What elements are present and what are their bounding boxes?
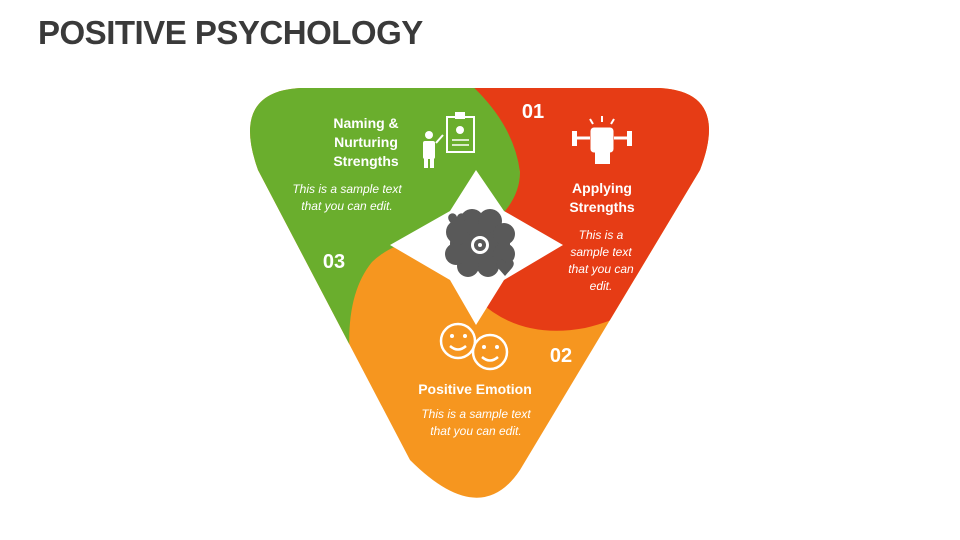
person-presenting-id-card-icon <box>423 112 475 168</box>
segment-01-heading: Applying Strengths <box>569 180 635 215</box>
segment-02-number: 02 <box>549 345 573 367</box>
segment-03-heading: Naming & Nurturing Strengths <box>333 115 399 169</box>
segment-02-heading: Positive Emotion <box>418 381 532 397</box>
segment-03-body: This is a sample text that you can edit. <box>292 182 402 213</box>
segment-01-number: 01 <box>521 101 545 123</box>
two-smiling-faces-icon <box>439 322 509 371</box>
brain-with-hearts-icon <box>445 209 515 277</box>
segment-02-body: This is a sample text that you can edit. <box>421 407 531 438</box>
slide-title: POSITIVE PSYCHOLOGY <box>38 14 423 51</box>
segment-01-body: This is a sample text that you can edit. <box>568 228 634 293</box>
fist-dumbbells-icon <box>572 116 632 164</box>
segment-03-number: 03 <box>322 251 346 273</box>
